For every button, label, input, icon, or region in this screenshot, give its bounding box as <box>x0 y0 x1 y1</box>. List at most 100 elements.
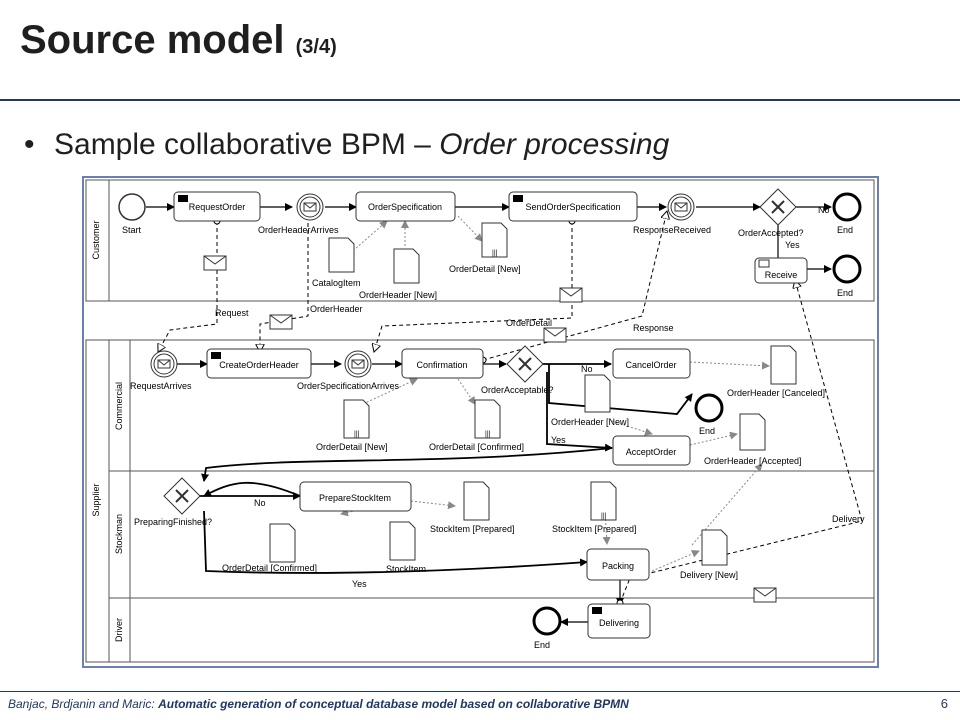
end-event-customer-1-label: End <box>837 225 853 235</box>
task-delivering: Delivering <box>587 603 651 639</box>
start-event-label: Start <box>122 225 142 235</box>
send-envelope-icon <box>513 195 523 202</box>
message-envelope-icon <box>753 587 777 603</box>
message-envelope-icon <box>269 314 293 330</box>
end-event-customer-2: End <box>832 254 862 298</box>
message-envelope-icon <box>543 327 567 343</box>
data-object-order-header-new-customer: OrderHeader [New] <box>359 248 437 300</box>
message-flows <box>158 211 863 603</box>
flow-label-no-3: No <box>254 498 266 508</box>
message-envelope-icon <box>203 255 227 271</box>
task-cancel-order-label: CancelOrder <box>625 360 676 370</box>
event-order-specification-arrives: OrderSpecificationArrives <box>297 350 400 391</box>
data-object-order-header-new-commercial: OrderHeader [New] <box>551 374 629 427</box>
title-divider <box>0 99 960 101</box>
receive-envelope-icon <box>758 259 770 268</box>
send-envelope-icon <box>592 607 602 614</box>
flow-label-no-2: No <box>581 364 593 374</box>
data-object-order-header-new-customer-label: OrderHeader [New] <box>359 290 437 300</box>
task-request-order-label: RequestOrder <box>189 202 246 212</box>
envelope-icon <box>157 359 171 369</box>
task-packing: Packing <box>586 548 650 581</box>
task-send-order-specification-label: SendOrderSpecification <box>525 202 620 212</box>
page-number: 6 <box>940 696 948 711</box>
bpmn-diagram: Customer Supplier Commercial Stockman Dr… <box>82 176 879 668</box>
data-object-order-detail-confirmed-commercial-label: OrderDetail [Confirmed] <box>429 442 524 452</box>
flow-label-yes-1: Yes <box>785 240 800 250</box>
data-object-catalog-item-label: CatalogItem <box>312 278 361 288</box>
flow-label-yes-2: Yes <box>551 435 566 445</box>
event-order-header-arrives-label: OrderHeaderArrives <box>258 225 339 235</box>
task-accept-order-label: AcceptOrder <box>626 447 677 457</box>
message-order-detail-label: OrderDetail <box>506 318 552 328</box>
flow-label-yes-3: Yes <box>352 579 367 589</box>
gateway-preparing-finished: PreparingFinished? <box>134 477 212 527</box>
bullet-text: Sample collaborative BPM – <box>54 128 440 161</box>
message-envelope-icon <box>559 287 583 303</box>
task-send-order-specification: SendOrderSpecification <box>508 191 638 222</box>
svg-text:|||: ||| <box>485 431 491 438</box>
sequence-flows <box>146 203 832 626</box>
bullet-point: •Sample collaborative BPM – Order proces… <box>24 128 669 162</box>
footer-paper-title: Automatic generation of conceptual datab… <box>158 697 629 711</box>
data-object-catalog-item: CatalogItem <box>312 237 361 288</box>
data-object-order-detail-new: ||| OrderDetail [New] <box>316 399 388 452</box>
bullet-italic-text: Order processing <box>439 128 670 161</box>
svg-text:|||: ||| <box>492 250 498 257</box>
task-confirmation-label: Confirmation <box>416 360 467 370</box>
message-order-header-label: OrderHeader <box>310 304 363 314</box>
task-create-order-header: CreateOrderHeader <box>206 348 312 379</box>
send-envelope-icon <box>211 352 221 359</box>
task-delivering-label: Delivering <box>599 618 639 628</box>
end-event-customer-2-label: End <box>837 288 853 298</box>
slide-title: Source model (3/4) <box>20 18 337 63</box>
task-receive-label: Receive <box>765 270 798 280</box>
gateway-order-accepted-label: OrderAccepted? <box>738 228 804 238</box>
title-suffix: (3/4) <box>295 36 337 58</box>
event-request-arrives-label: RequestArrives <box>130 381 192 391</box>
task-create-order-header-label: CreateOrderHeader <box>219 360 299 370</box>
data-object-order-detail-new-label: OrderDetail [New] <box>316 442 388 452</box>
data-object-stock-item: StockItem <box>386 521 426 574</box>
data-object-order-detail-confirmed-commercial: ||| OrderDetail [Confirmed] <box>429 399 524 452</box>
data-object-order-header-new-commercial-label: OrderHeader [New] <box>551 417 629 427</box>
data-object-order-detail-new-customer: ||| OrderDetail [New] <box>449 222 521 274</box>
event-order-specification-arrives-label: OrderSpecificationArrives <box>297 381 400 391</box>
envelope-icon <box>351 359 365 369</box>
task-order-specification: OrderSpecification <box>355 191 456 222</box>
data-object-stock-item-prepared-2-label: StockItem [Prepared] <box>552 524 637 534</box>
gateway-order-accepted: OrderAccepted? <box>738 188 804 238</box>
task-prepare-stock-item: PrepareStockItem <box>299 481 412 512</box>
data-object-order-header-canceled: OrderHeader [Canceled] <box>727 345 825 398</box>
title-main: Source model <box>20 18 285 62</box>
task-request-order: RequestOrder <box>173 191 261 222</box>
task-packing-label: Packing <box>602 561 634 571</box>
lane-commercial-label: Commercial <box>114 382 124 430</box>
data-object-order-detail-confirmed-stockman: OrderDetail [Confirmed] <box>222 523 317 573</box>
gateway-order-acceptable-label: OrderAcceptable? <box>481 385 554 395</box>
event-request-arrives: RequestArrives <box>130 350 192 391</box>
send-envelope-icon <box>178 195 188 202</box>
data-object-stock-item-label: StockItem <box>386 564 426 574</box>
end-event-driver-label: End <box>534 640 550 650</box>
footer-authors: Banjac, Brdjanin and Maric: <box>8 697 159 711</box>
lane-driver-label: Driver <box>114 618 124 642</box>
data-object-delivery-new: Delivery [New] <box>680 529 738 580</box>
message-request-label: Request <box>215 308 249 318</box>
tasks: RequestOrder OrderSpecification SendOrde… <box>173 191 808 639</box>
pool-customer-label: Customer <box>91 220 101 259</box>
end-event-commercial-label: End <box>699 426 715 436</box>
data-object-delivery-new-label: Delivery [New] <box>680 570 738 580</box>
end-event-commercial: End <box>694 393 724 436</box>
flow-label-no-1: No <box>818 205 830 215</box>
svg-text:|||: ||| <box>601 513 607 520</box>
lane-stockman-label: Stockman <box>114 514 124 554</box>
end-event-customer-1: End <box>832 192 862 235</box>
task-order-specification-label: OrderSpecification <box>368 202 442 212</box>
message-response-label: Response <box>633 323 674 333</box>
data-object-stock-item-prepared-2: ||| StockItem [Prepared] <box>552 481 637 534</box>
task-receive: Receive <box>754 257 808 284</box>
end-event-driver: End <box>532 606 562 650</box>
start-event: Start <box>118 193 146 235</box>
data-object-order-detail-confirmed-stockman-label: OrderDetail [Confirmed] <box>222 563 317 573</box>
